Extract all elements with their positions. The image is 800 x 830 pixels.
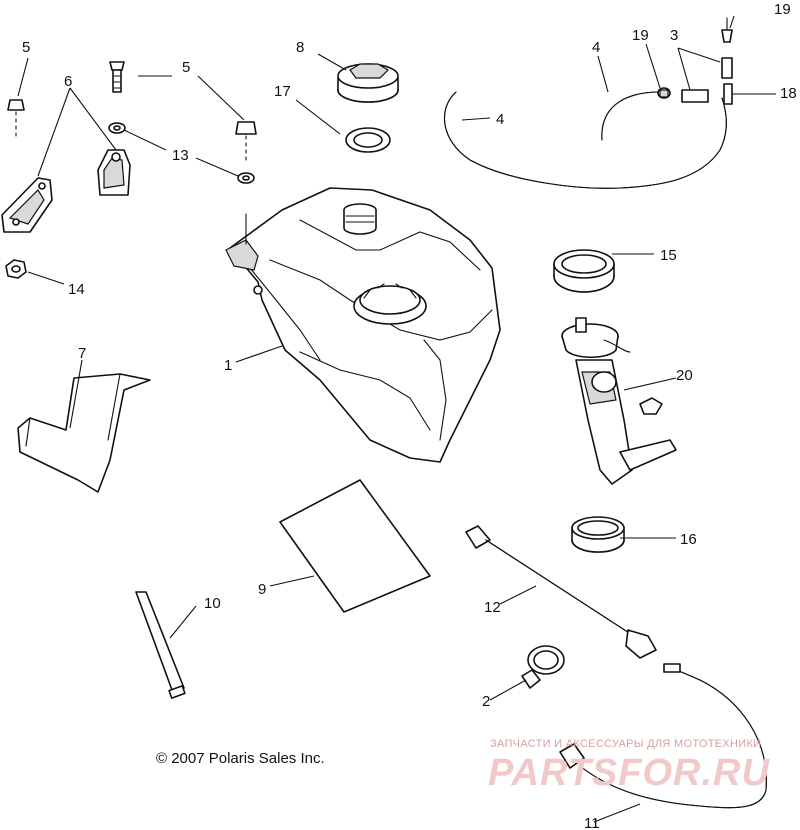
leader-lines xyxy=(17,15,776,823)
fuel-pump-assembly xyxy=(561,317,677,485)
watermark-tagline: ЗАПЧАСТИ И АКСЕССУАРЫ ДЛЯ МОТОТЕХНИКИ xyxy=(490,738,762,750)
callout-labels: 5 6 5 13 14 7 8 17 4 4 19 3 19 18 1 15 2… xyxy=(22,1,797,830)
vent-hose-short xyxy=(601,91,661,141)
fuel-line-connector-lower xyxy=(681,89,709,103)
callout-2: 2 xyxy=(482,693,490,710)
hose-clamp xyxy=(521,645,565,689)
fuel-hose xyxy=(465,525,657,659)
callout-20: 20 xyxy=(676,367,693,384)
fuel-cap xyxy=(337,63,399,103)
bracket-right xyxy=(97,149,131,196)
vent-hose-long xyxy=(443,91,727,189)
callout-1: 1 xyxy=(224,357,232,374)
watermark-logo: PARTSFOR.RU xyxy=(488,752,770,794)
fuel-tank xyxy=(225,187,501,463)
bolt-top xyxy=(109,61,125,93)
bracket-left xyxy=(1,177,53,233)
callout-15: 15 xyxy=(660,247,677,264)
check-valve-left xyxy=(657,87,671,99)
callout-16: 16 xyxy=(680,531,697,548)
pump-gasket xyxy=(571,516,625,553)
copyright-notice: © 2007 Polaris Sales Inc. xyxy=(156,750,325,767)
check-valve-top xyxy=(721,17,733,43)
callout-19-left: 19 xyxy=(632,27,649,44)
cap-gasket xyxy=(345,127,391,153)
callout-4-top: 4 xyxy=(592,39,600,56)
pump-lock-ring xyxy=(553,249,615,293)
callout-5-top: 5 xyxy=(182,59,190,76)
strap xyxy=(135,591,186,699)
callout-18: 18 xyxy=(780,85,797,102)
callout-11: 11 xyxy=(584,815,600,830)
callout-6: 6 xyxy=(64,73,72,90)
callout-14: 14 xyxy=(68,281,85,298)
callout-10: 10 xyxy=(204,595,221,612)
callout-8: 8 xyxy=(296,39,304,56)
callout-4-right: 4 xyxy=(496,111,504,128)
washer-left xyxy=(108,122,126,134)
foam-pad xyxy=(279,479,431,613)
callout-7: 7 xyxy=(78,345,86,362)
callout-9: 9 xyxy=(258,581,266,598)
callout-12: 12 xyxy=(484,599,501,616)
tee-fitting xyxy=(721,57,733,105)
callout-5-left: 5 xyxy=(22,39,30,56)
callout-19-top: 19 xyxy=(774,1,791,18)
protective-sleeve xyxy=(17,373,151,493)
fuel-line-assembly xyxy=(559,663,767,809)
bolt-right xyxy=(235,121,257,161)
nut xyxy=(5,259,27,279)
bolt-left xyxy=(7,99,25,139)
callout-13: 13 xyxy=(172,147,189,164)
callout-3: 3 xyxy=(670,27,678,44)
callout-17: 17 xyxy=(274,83,291,100)
washer-right xyxy=(237,172,255,184)
